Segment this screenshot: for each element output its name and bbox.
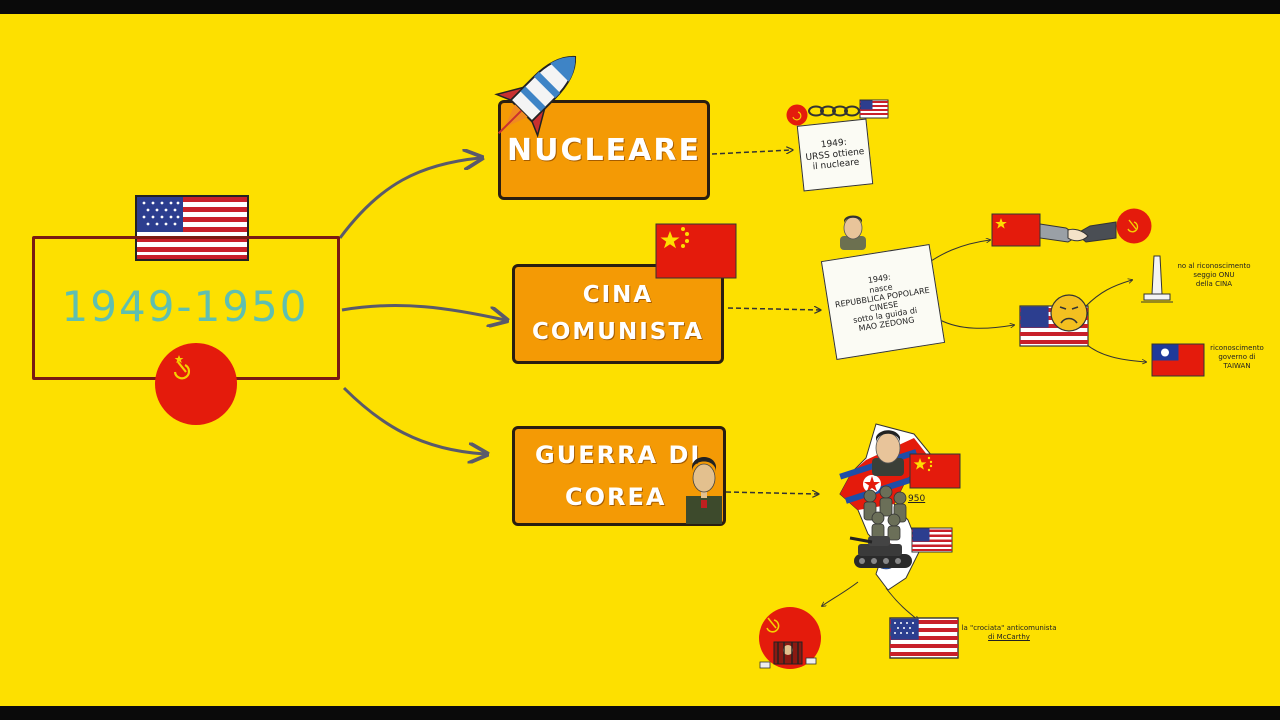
onu-note-line-1: no al riconoscimento xyxy=(1177,262,1251,270)
soviet-flag-icon xyxy=(155,343,237,425)
onu-note-line-2: seggio ONU xyxy=(1193,271,1235,280)
arrow-china-usa xyxy=(939,319,1014,329)
onu-note: no al riconoscimento seggio ONU della CI… xyxy=(1172,262,1256,289)
branch-cina[interactable]: CINA COMUNISTA xyxy=(512,264,724,364)
taiwan-flag-icon xyxy=(1151,343,1205,377)
korean-soldier-icon xyxy=(686,457,722,524)
branch-cina-line-1: CINA xyxy=(582,282,654,309)
soviet-flag-icon xyxy=(786,104,808,126)
obelisk-icon xyxy=(1141,255,1173,303)
taiwan-note: riconoscimento governo di TAIWAN xyxy=(1204,344,1270,371)
frown-face-icon xyxy=(1050,294,1088,332)
branch-corea-line-2: COREA xyxy=(565,483,667,511)
mccarthy-note-line-1: la "crociata" anticomunista xyxy=(961,624,1057,632)
prisoner-icon xyxy=(759,641,817,669)
branch-nucleare[interactable]: NUCLEARE xyxy=(498,100,710,200)
dashed-arrow-nucleare xyxy=(711,150,792,155)
dashed-arrow-cina xyxy=(727,308,820,310)
arrow-china-handshake xyxy=(923,240,990,267)
soviet-flag-icon xyxy=(1116,208,1152,244)
china-flag-icon xyxy=(991,213,1041,247)
taiwan-note-line-1: riconoscimento xyxy=(1210,344,1264,352)
taiwan-note-line-2: governo di xyxy=(1218,353,1256,362)
arrow-to-cina xyxy=(341,303,505,320)
center-dates: 1949-1950 xyxy=(61,282,309,331)
kim-portrait-icon xyxy=(872,430,904,476)
china-flag-icon xyxy=(655,223,737,279)
rocket-icon xyxy=(494,55,577,138)
mccarthy-note-line-2: di McCarthy xyxy=(988,633,1030,642)
branch-corea-line-1: GUERRA DI xyxy=(535,441,702,469)
arrow-usa-taiwan xyxy=(1085,343,1146,362)
korea-year-label: 950 xyxy=(908,494,926,504)
arrow-korea-ussr xyxy=(822,581,859,606)
branch-nucleare-label: NUCLEARE xyxy=(507,132,701,168)
china-flag-icon xyxy=(909,453,961,489)
taiwan-note-line-3: TAIWAN xyxy=(1223,362,1251,371)
arrow-to-nucleare xyxy=(338,158,480,239)
usa-flag-icon xyxy=(889,617,959,659)
branch-cina-line-2: COMUNISTA xyxy=(531,319,705,345)
mind-map-canvas: 1949-1950 NUCLEARE xyxy=(0,14,1280,706)
usa-flag-icon xyxy=(135,195,249,261)
arrow-usa-onu xyxy=(1085,280,1132,307)
soldiers-icon xyxy=(863,485,907,541)
arrow-to-corea xyxy=(342,386,485,454)
mao-portrait-icon xyxy=(840,215,866,250)
mccarthy-note: la "crociata" anticomunista di McCarthy xyxy=(956,624,1062,642)
urss-nuclear-note: 1949: URSS ottiene il nucleare xyxy=(796,118,874,192)
china-republic-note: 1949: nasce REPUBBLICA POPOLARE CINESE s… xyxy=(820,244,946,360)
tank-icon xyxy=(849,536,912,568)
usa-flag-icon xyxy=(911,527,953,553)
chain-icon xyxy=(808,105,860,117)
onu-note-line-3: della CINA xyxy=(1195,280,1233,289)
dashed-arrow-corea xyxy=(725,492,818,494)
handshake-icon xyxy=(1039,221,1117,243)
usa-flag-icon xyxy=(859,99,889,119)
